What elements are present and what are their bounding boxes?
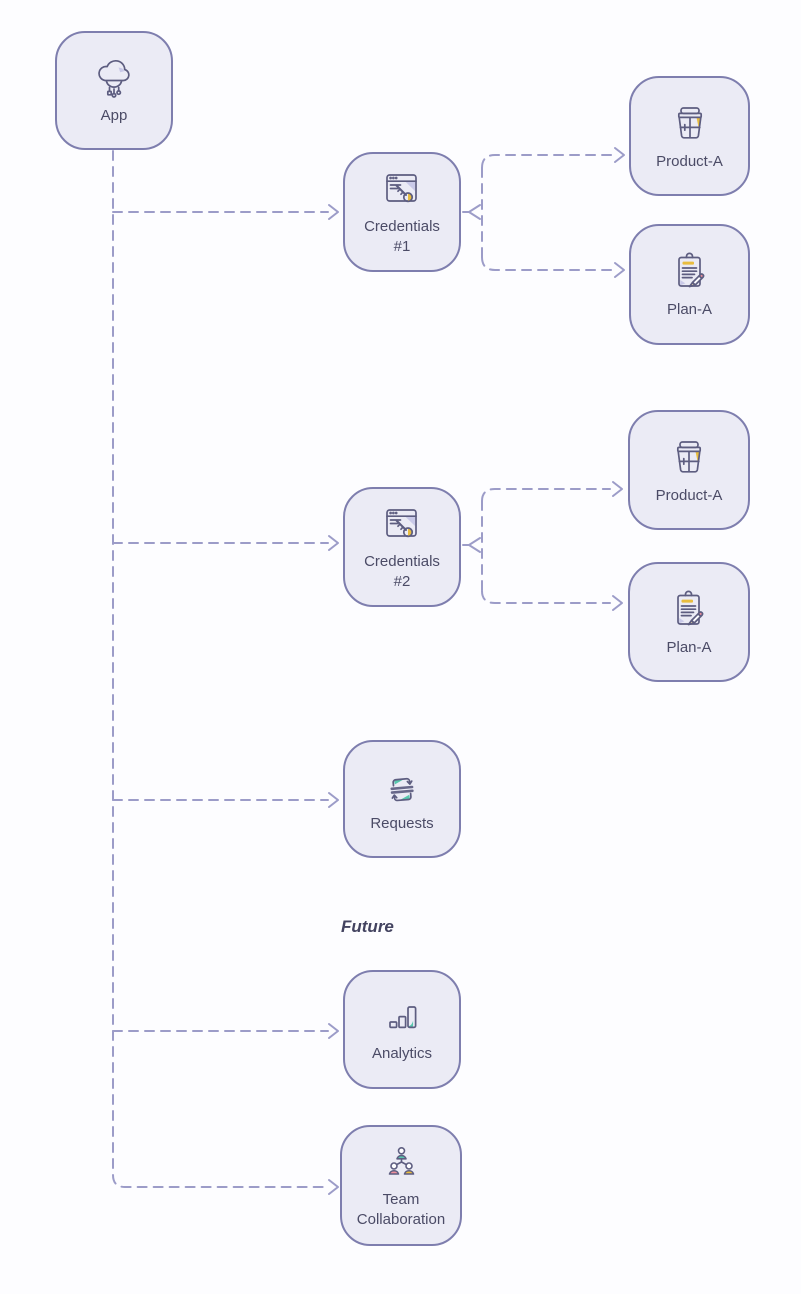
arrowhead-icon [614, 147, 625, 163]
node-plan-a-2: Plan-A [628, 562, 750, 682]
fork-credentials-2 [462, 537, 481, 553]
edge-credentials-2-product-a [481, 488, 611, 502]
node-team-collaboration: Team Collaboration [340, 1125, 462, 1246]
node-plan-a-1: Plan-A [629, 224, 750, 345]
node-app: App [55, 31, 173, 150]
product-box-icon [677, 106, 702, 139]
arrowhead-icon [612, 481, 623, 497]
node-product-a-1: Product-A [629, 76, 750, 196]
node-label: Analytics [371, 1045, 433, 1063]
edge-app-trunk [112, 150, 329, 1188]
node-label: Plan-A [666, 301, 713, 319]
node-credentials-2: Credentials #2 [343, 487, 461, 607]
bar-chart-icon [389, 1006, 417, 1029]
node-analytics: Analytics [343, 970, 461, 1089]
fork-credentials-1 [462, 204, 481, 220]
node-product-a-2: Product-A [628, 410, 750, 530]
browser-key-icon [386, 173, 417, 202]
arrowhead-icon [328, 204, 339, 220]
edge-credentials-1-plan-a [481, 256, 615, 271]
node-label: Product-A [655, 486, 723, 504]
plan-clipboard-icon [677, 252, 704, 288]
node-label: Credentials #1 [364, 217, 440, 255]
cloud-app-icon [98, 60, 130, 98]
arrowhead-icon [328, 792, 339, 808]
node-label: Credentials #2 [364, 552, 440, 590]
arrowhead-icon [614, 262, 625, 278]
arrowhead-icon [328, 1179, 339, 1195]
node-label: App [100, 107, 128, 125]
edge-credentials-2-plan-a [481, 590, 611, 604]
future-section-label: Future [341, 917, 394, 936]
node-credentials-1: Credentials #1 [343, 152, 461, 272]
sync-arrows-icon [390, 777, 414, 801]
node-label: Requests [370, 814, 434, 832]
arrowhead-icon [328, 1023, 339, 1039]
node-label: Team Collaboration [356, 1191, 446, 1228]
org-chart-icon [388, 1147, 415, 1176]
plan-clipboard-icon [677, 590, 704, 625]
arrowhead-icon [328, 535, 339, 551]
product-box-icon [676, 440, 702, 473]
node-label: Product-A [656, 152, 723, 170]
edge-credentials-1-product-a [481, 154, 615, 169]
arrowhead-icon [612, 595, 623, 611]
browser-key-icon [386, 508, 417, 537]
node-requests: Requests [343, 740, 461, 858]
node-label: Plan-A [666, 638, 712, 656]
